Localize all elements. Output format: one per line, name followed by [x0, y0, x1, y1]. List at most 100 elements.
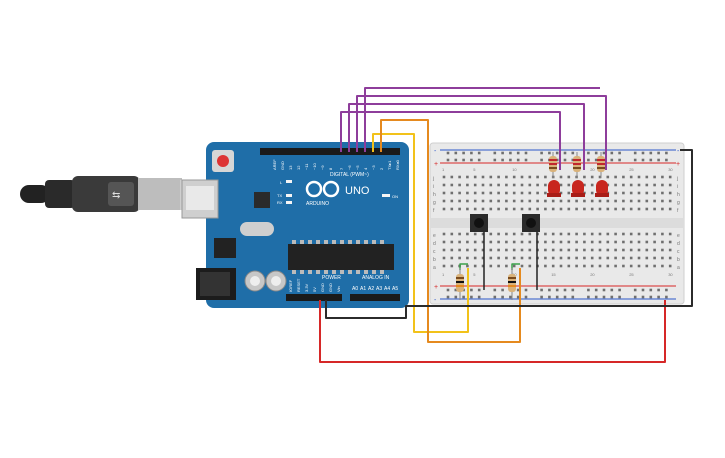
- breadboard-hole[interactable]: [645, 240, 649, 244]
- breadboard-hole[interactable]: [528, 264, 532, 268]
- breadboard-hole[interactable]: [512, 191, 516, 195]
- breadboard-hole[interactable]: [598, 248, 602, 252]
- breadboard-hole[interactable]: [466, 183, 469, 187]
- breadboard-hole[interactable]: [505, 240, 508, 244]
- breadboard-hole[interactable]: [470, 151, 473, 155]
- breadboard-hole[interactable]: [645, 175, 649, 179]
- breadboard-hole[interactable]: [590, 232, 594, 236]
- breadboard-hole[interactable]: [637, 248, 641, 252]
- breadboard-hole[interactable]: [516, 288, 520, 292]
- breadboard-hole[interactable]: [661, 191, 664, 195]
- breadboard-hole[interactable]: [454, 295, 458, 299]
- breadboard-hole[interactable]: [668, 183, 672, 187]
- breadboard-hole[interactable]: [645, 232, 649, 236]
- breadboard-hole[interactable]: [548, 151, 551, 155]
- breadboard-hole[interactable]: [622, 240, 625, 244]
- breadboard-hole[interactable]: [489, 240, 493, 244]
- breadboard-hole[interactable]: [528, 183, 532, 187]
- breadboard-hole[interactable]: [462, 295, 465, 299]
- resistor-led-3[interactable]: [597, 152, 605, 178]
- breadboard-hole[interactable]: [536, 207, 539, 211]
- breadboard-hole[interactable]: [497, 207, 500, 211]
- breadboard-hole[interactable]: [466, 175, 469, 179]
- breadboard-hole[interactable]: [653, 232, 656, 236]
- breadboard-hole[interactable]: [645, 248, 649, 252]
- breadboard-hole[interactable]: [473, 248, 477, 252]
- breadboard-hole[interactable]: [633, 288, 637, 292]
- led-red-2[interactable]: [571, 180, 585, 197]
- breadboard-hole[interactable]: [602, 288, 606, 292]
- breadboard-hole[interactable]: [497, 183, 500, 187]
- breadboard-hole[interactable]: [528, 175, 532, 179]
- breadboard-hole[interactable]: [618, 295, 621, 299]
- breadboard-hole[interactable]: [661, 199, 664, 203]
- breadboard-hole[interactable]: [559, 175, 563, 179]
- breadboard-hole[interactable]: [442, 183, 446, 187]
- breadboard-hole[interactable]: [610, 158, 614, 162]
- breadboard-hole[interactable]: [520, 199, 524, 203]
- breadboard-hole[interactable]: [567, 207, 571, 211]
- breadboard-hole[interactable]: [567, 240, 571, 244]
- breadboard-hole[interactable]: [583, 232, 586, 236]
- breadboard-hole[interactable]: [653, 191, 656, 195]
- breadboard-hole[interactable]: [668, 256, 672, 260]
- breadboard-hole[interactable]: [653, 264, 656, 268]
- breadboard-hole[interactable]: [524, 295, 528, 299]
- breadboard-hole[interactable]: [450, 199, 454, 203]
- breadboard-hole[interactable]: [598, 232, 602, 236]
- breadboard-hole[interactable]: [598, 240, 602, 244]
- analog-pin-header[interactable]: [350, 294, 400, 301]
- breadboard-hole[interactable]: [458, 248, 461, 252]
- breadboard-hole[interactable]: [450, 175, 454, 179]
- breadboard-hole[interactable]: [645, 264, 649, 268]
- breadboard-hole[interactable]: [622, 232, 625, 236]
- breadboard-hole[interactable]: [575, 199, 578, 203]
- breadboard-hole[interactable]: [493, 151, 497, 155]
- breadboard-hole[interactable]: [563, 288, 567, 292]
- breadboard-hole[interactable]: [618, 288, 621, 292]
- breadboard-hole[interactable]: [477, 288, 481, 292]
- breadboard-hole[interactable]: [497, 191, 500, 195]
- breadboard-hole[interactable]: [661, 248, 664, 252]
- breadboard-hole[interactable]: [497, 232, 500, 236]
- breadboard-hole[interactable]: [618, 151, 621, 155]
- breadboard-hole[interactable]: [528, 240, 532, 244]
- breadboard-hole[interactable]: [653, 240, 656, 244]
- breadboard-hole[interactable]: [614, 248, 617, 252]
- breadboard-hole[interactable]: [512, 232, 516, 236]
- breadboard-hole[interactable]: [583, 207, 586, 211]
- breadboard-hole[interactable]: [442, 232, 446, 236]
- breadboard-hole[interactable]: [668, 264, 672, 268]
- breadboard-hole[interactable]: [606, 199, 610, 203]
- breadboard-hole[interactable]: [481, 183, 485, 187]
- breadboard-hole[interactable]: [629, 183, 633, 187]
- breadboard-hole[interactable]: [661, 256, 664, 260]
- breadboard-hole[interactable]: [668, 248, 672, 252]
- breadboard-hole[interactable]: [481, 207, 485, 211]
- breadboard-hole[interactable]: [641, 158, 645, 162]
- breadboard-hole[interactable]: [590, 207, 594, 211]
- breadboard-hole[interactable]: [641, 151, 645, 155]
- breadboard-hole[interactable]: [590, 264, 594, 268]
- breadboard-hole[interactable]: [477, 295, 481, 299]
- breadboard-hole[interactable]: [505, 199, 508, 203]
- breadboard-hole[interactable]: [512, 248, 516, 252]
- breadboard-hole[interactable]: [661, 183, 664, 187]
- breadboard-hole[interactable]: [567, 256, 571, 260]
- breadboard-hole[interactable]: [583, 175, 586, 179]
- breadboard-hole[interactable]: [505, 207, 508, 211]
- breadboard-hole[interactable]: [442, 207, 446, 211]
- breadboard-hole[interactable]: [489, 207, 493, 211]
- breadboard-hole[interactable]: [512, 183, 516, 187]
- breadboard-hole[interactable]: [481, 199, 485, 203]
- breadboard-hole[interactable]: [520, 240, 524, 244]
- breadboard-hole[interactable]: [590, 183, 594, 187]
- breadboard-hole[interactable]: [466, 264, 469, 268]
- breadboard-hole[interactable]: [458, 207, 461, 211]
- breadboard-hole[interactable]: [544, 191, 547, 195]
- resistor-led-2[interactable]: [573, 152, 581, 178]
- breadboard-hole[interactable]: [446, 288, 450, 292]
- breadboard-hole[interactable]: [622, 264, 625, 268]
- breadboard-hole[interactable]: [493, 158, 497, 162]
- breadboard-hole[interactable]: [567, 232, 571, 236]
